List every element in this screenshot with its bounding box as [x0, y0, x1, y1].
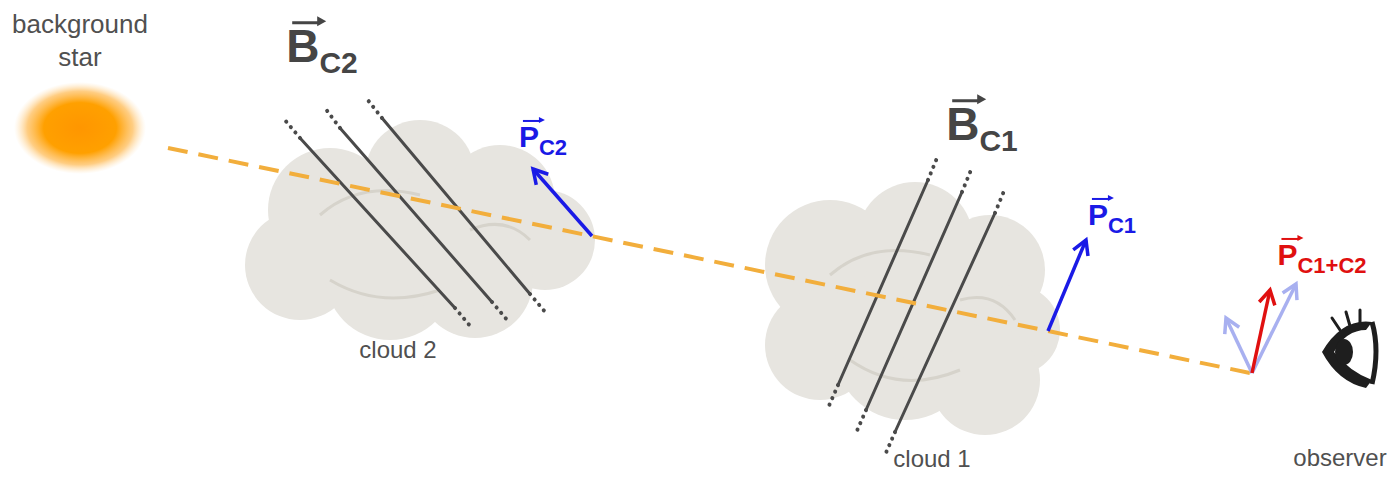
field-label: BC2: [286, 19, 358, 81]
vector-subscript: C1: [1108, 213, 1136, 238]
summed-polarization-vector: [1252, 290, 1270, 373]
vector-symbol: P: [519, 119, 539, 155]
vector-symbol: B: [286, 19, 319, 74]
cloud-1-shading: [830, 251, 1015, 381]
field-lines-c1: [828, 158, 1004, 455]
line-of-sight: [168, 148, 1250, 373]
star-label: background star: [5, 8, 155, 73]
cloud-label: cloud 1: [893, 444, 970, 473]
polarization-sum-label: PC1+C2: [1277, 237, 1366, 279]
vector-subscript: C1+C2: [1297, 253, 1366, 278]
cloud-2: [245, 120, 595, 340]
polarization-vector: [533, 169, 592, 236]
component-vector: [1226, 318, 1252, 373]
vector-symbol: P: [1088, 197, 1108, 233]
vector-symbol: B: [946, 97, 979, 152]
observer-label: observer: [1293, 444, 1386, 473]
cloud-1: [765, 182, 1060, 435]
cloud-label: cloud 2: [359, 336, 436, 365]
field-lines-c2: [284, 99, 546, 327]
component-vector: [1252, 284, 1296, 373]
vector-subscript: C2: [539, 135, 567, 160]
polarization-label: PC1: [1088, 197, 1136, 239]
polarization-vector: [1048, 240, 1086, 331]
background-star: [14, 82, 146, 174]
polarization-label: PC2: [519, 119, 567, 161]
observer-eye: [1322, 310, 1376, 388]
vector-subscript: C1: [979, 124, 1017, 157]
vector-subscript: C2: [319, 46, 357, 79]
cloud-2-shading: [320, 191, 530, 299]
field-label: BC1: [946, 97, 1018, 159]
vector-symbol: P: [1277, 237, 1297, 273]
